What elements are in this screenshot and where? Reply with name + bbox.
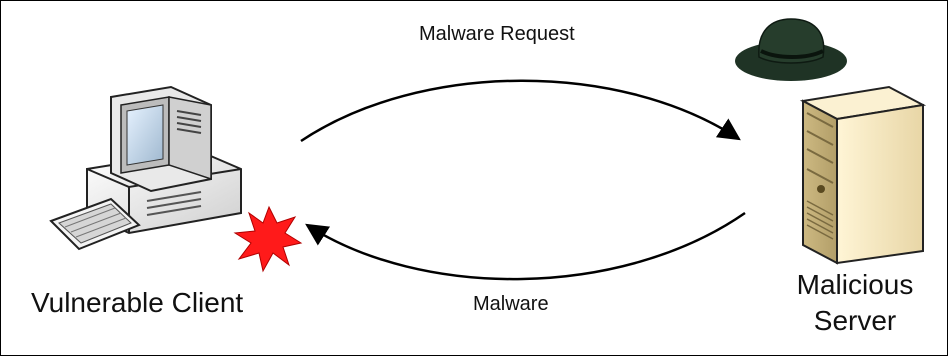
request-arrow: [300, 79, 741, 143]
request-label: Malware Request: [419, 23, 575, 45]
hat-icon: [735, 18, 847, 81]
server-label-line1: Malicious: [796, 269, 914, 300]
client-label: Vulnerable Client: [31, 287, 244, 318]
response-label: Malware: [473, 293, 549, 315]
server-icon: [799, 85, 927, 265]
server-label: Malicious Server: [779, 267, 931, 339]
computer-icon: [86, 85, 242, 235]
response-arrow: [305, 211, 746, 281]
starburst-icon: [233, 205, 303, 273]
keyboard-icon: [49, 197, 141, 251]
server-label-line2: Server: [813, 305, 897, 336]
